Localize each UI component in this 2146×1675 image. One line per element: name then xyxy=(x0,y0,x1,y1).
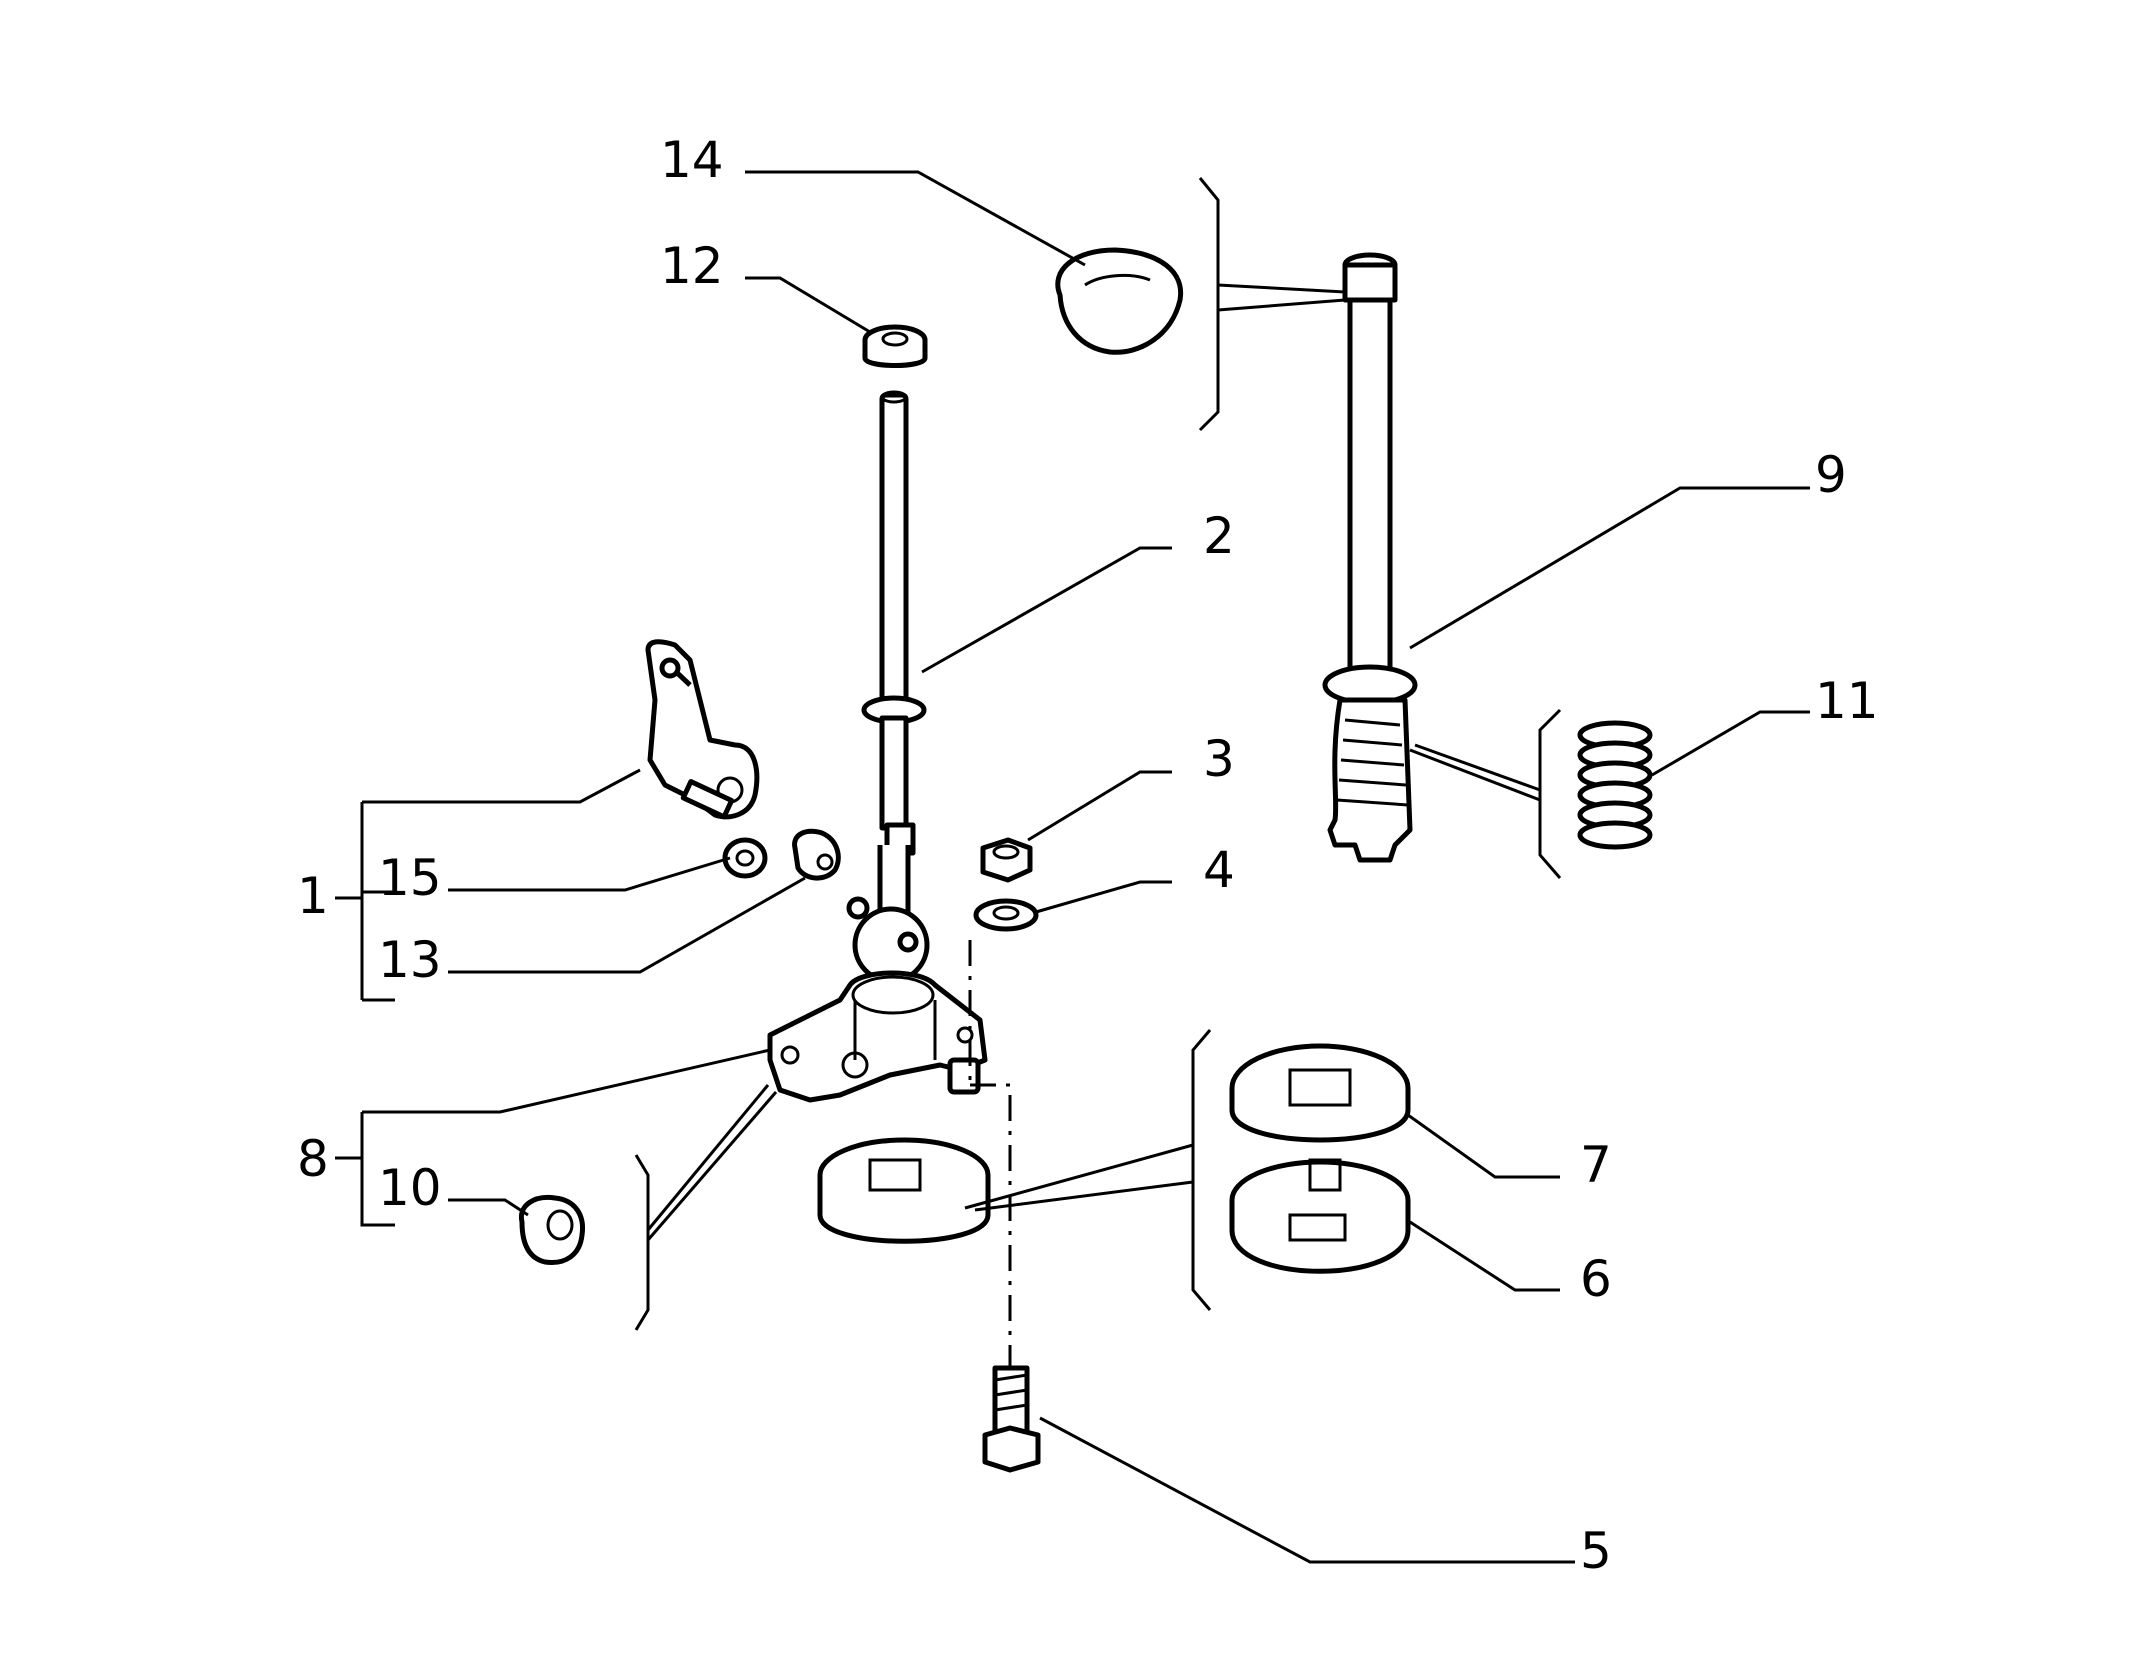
callout-7: 7 xyxy=(1580,1136,1612,1194)
part-5-bolt xyxy=(982,1365,1041,1473)
callout-15: 15 xyxy=(378,849,442,907)
group-brackets xyxy=(634,177,1562,1368)
part-11-spring xyxy=(1577,720,1653,850)
leader-lines xyxy=(335,170,1810,1564)
part-8-housing xyxy=(767,970,988,1103)
insert-cup xyxy=(817,1137,991,1244)
callout-3: 3 xyxy=(1203,730,1235,788)
callout-8: 8 xyxy=(297,1130,329,1188)
callout-4: 4 xyxy=(1203,841,1235,899)
callout-13: 13 xyxy=(378,931,442,989)
callout-6: 6 xyxy=(1580,1250,1612,1308)
part-12-bushing xyxy=(862,324,928,368)
part-1-lever xyxy=(645,639,760,820)
callout-11: 11 xyxy=(1815,672,1879,730)
part-7-cover-disc xyxy=(1229,1043,1411,1143)
callout-2: 2 xyxy=(1203,507,1235,565)
part-10-spacer xyxy=(518,1194,586,1266)
callout-labels: 1 2 3 4 5 6 7 8 9 10 11 12 13 14 15 xyxy=(297,131,1879,1580)
part-13-sleeve xyxy=(792,828,841,881)
callout-12: 12 xyxy=(660,237,724,295)
part-14-knob-cap xyxy=(1055,247,1184,355)
part-3-nut xyxy=(980,837,1033,883)
part-4-washer xyxy=(973,898,1039,932)
callout-1: 1 xyxy=(297,867,329,925)
part-6-slotted-cup xyxy=(1229,1158,1411,1274)
part-9-selector-rod xyxy=(1322,252,1418,863)
part-2-shift-rod xyxy=(846,390,930,984)
callout-5: 5 xyxy=(1580,1522,1612,1580)
callout-9: 9 xyxy=(1815,446,1847,504)
part-15-ring xyxy=(722,837,768,879)
callout-10: 10 xyxy=(378,1159,442,1217)
callout-14: 14 xyxy=(660,131,724,189)
